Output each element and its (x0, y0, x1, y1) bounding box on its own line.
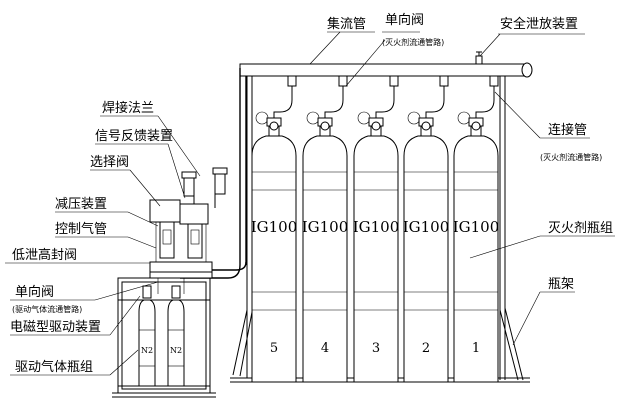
agent-cylinder-label: IG100 (302, 218, 349, 236)
label-check-valve-left-note: (驱动气体流通管路) (12, 304, 82, 314)
drive-gas-cylinder: N2 (167, 285, 185, 387)
label-collector-pipe: 集流管 (327, 16, 366, 32)
collector-pipe (180, 51, 533, 279)
agent-cylinder-label: IG100 (453, 218, 500, 236)
label-pressure-reducer: 减压装置 (55, 197, 107, 212)
leader-lines (5, 31, 615, 376)
agent-cylinder: IG100 3 (353, 117, 400, 383)
drive-gas-cylinder-bank: N2 N2 (138, 285, 185, 387)
diagram-labels: 集流管 单向阀 (灭火剂流通管路) 安全泄放装置 焊接法兰 信号反馈装置 选择阀… (10, 12, 613, 375)
label-extinguishant-cylinders: 灭火剂瓶组 (548, 221, 613, 236)
drive-gas-cylinder: N2 (138, 285, 156, 387)
label-control-gas-pipe: 控制气管 (55, 221, 107, 237)
label-check-valve-top: 单向阀 (385, 12, 424, 28)
label-solenoid-driver: 电磁型驱动装置 (10, 320, 101, 335)
drive-cylinder-label: N2 (170, 346, 182, 355)
agent-cylinder-number: 1 (472, 341, 480, 356)
agent-cylinder-number: 2 (422, 341, 430, 356)
agent-cylinder: IG100 2 (403, 117, 450, 383)
label-connecting-pipe-note: (灭火剂流通管路) (540, 152, 602, 162)
label-check-valve-left: 单向阀 (15, 284, 54, 300)
label-safety-relief-device: 安全泄放装置 (500, 16, 578, 32)
drive-cylinder-label: N2 (141, 346, 153, 355)
agent-cylinder-label: IG100 (353, 218, 400, 236)
check-valve (457, 75, 499, 125)
label-cylinder-rack: 瓶架 (548, 277, 574, 292)
label-welded-flange: 焊接法兰 (102, 100, 154, 116)
label-signal-feedback-device: 信号反馈装置 (95, 129, 173, 144)
connecting-pipes-row (255, 75, 499, 125)
selector-valve-assembly (149, 167, 228, 294)
drive-gas-rack (112, 277, 216, 398)
check-valve (255, 75, 297, 125)
label-low-leak-seal-valve: 低泄高封阀 (12, 247, 77, 263)
check-valve (357, 75, 399, 125)
agent-cylinder-number: 5 (270, 341, 278, 356)
label-drive-gas-cylinders: 驱动气体瓶组 (15, 359, 93, 375)
agent-cylinder: IG100 5 (251, 117, 298, 383)
check-valve (407, 75, 449, 125)
agent-cylinder-label: IG100 (403, 218, 450, 236)
agent-cylinder-number: 4 (321, 341, 329, 356)
extinguishant-cylinder-bank: IG100 5 IG100 4 IG100 3 IG100 2 IG100 1 (251, 117, 500, 383)
label-connecting-pipe: 连接管 (548, 122, 587, 138)
label-check-valve-top-note: (灭火剂流通管路) (382, 37, 444, 47)
check-valve (306, 75, 348, 125)
agent-cylinder-label: IG100 (251, 218, 298, 236)
label-selector-valve: 选择阀 (90, 155, 129, 170)
agent-cylinder: IG100 1 (453, 117, 500, 383)
agent-cylinder-number: 3 (372, 341, 380, 356)
agent-cylinder: IG100 4 (302, 117, 349, 383)
